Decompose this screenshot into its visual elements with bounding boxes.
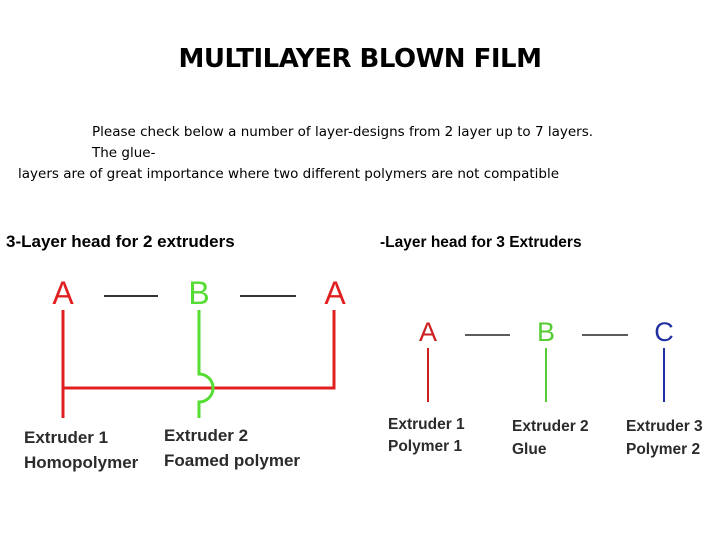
right-label-c: C [654, 317, 674, 347]
right-extruder3-line2: Polymer 2 [626, 441, 700, 458]
intro-line-2: layers are of great importance where two… [18, 166, 560, 182]
right-label-b: B [537, 317, 555, 347]
left-green-line [197, 310, 215, 418]
right-extruder3-line1: Extruder 3 [626, 418, 703, 435]
right-diagram-heading: -Layer head for 3 Extruders [380, 234, 582, 251]
left-red-right-branch [63, 310, 336, 390]
right-label-a: A [419, 317, 437, 347]
left-diagram: A B A Extruder 1 Homopolymer Extruder 2 … [24, 275, 346, 472]
right-extruder1-line2: Polymer 1 [388, 438, 462, 455]
intro-line-1: Please check below a number of layer-des… [92, 124, 594, 161]
right-extruder2-line2: Glue [512, 441, 547, 458]
right-extruder2-line1: Extruder 2 [512, 418, 589, 435]
left-extruder1-line1: Extruder 1 [24, 428, 108, 447]
left-extruder1-line2: Homopolymer [24, 453, 139, 472]
right-extruder1-line1: Extruder 1 [388, 416, 465, 433]
left-label-a2: A [324, 275, 346, 311]
left-label-a1: A [52, 275, 74, 311]
page-title: MULTILAYER BLOWN FILM [178, 44, 542, 74]
right-diagram: A B C Extruder 1 Polymer 1 Extruder 2 Gl… [388, 317, 703, 458]
intro-paragraph: Please check below a number of layer-des… [18, 122, 618, 185]
left-extruder2-line2: Foamed polymer [164, 451, 300, 470]
left-label-b: B [188, 275, 209, 311]
left-extruder2-line1: Extruder 2 [164, 426, 248, 445]
left-diagram-heading: 3-Layer head for 2 extruders [6, 232, 235, 251]
